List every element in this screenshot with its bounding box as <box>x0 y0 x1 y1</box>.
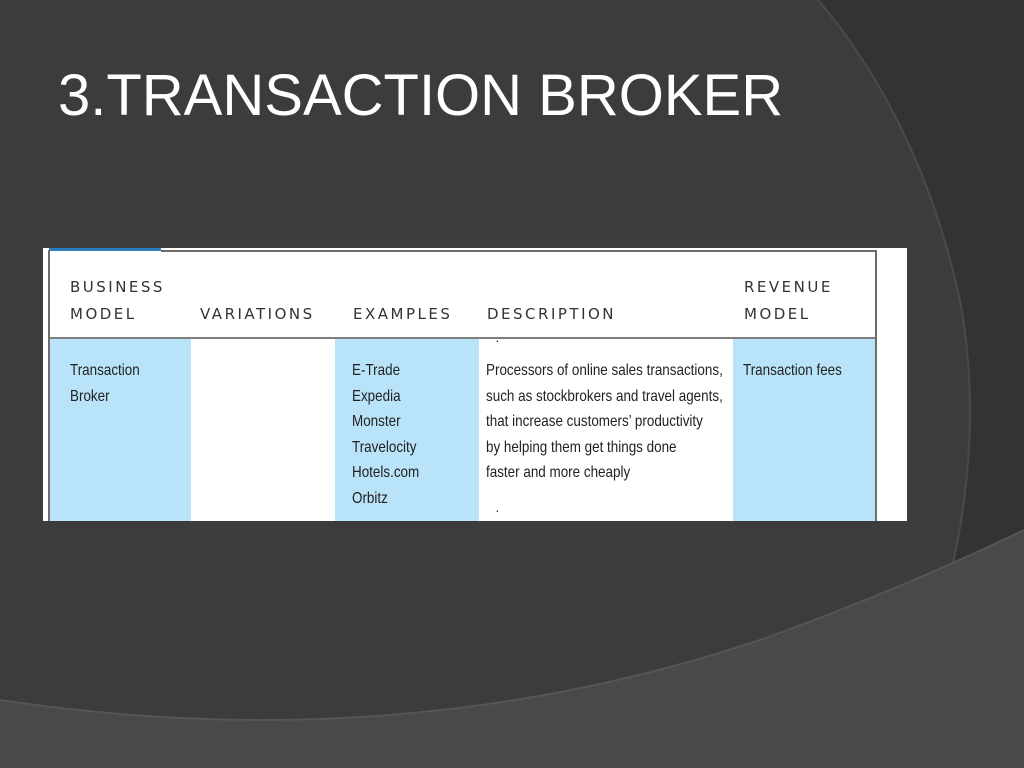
description-line: Processors of online sales transactions, <box>486 362 723 379</box>
business-model-line: Broker <box>70 387 110 405</box>
example-item: Orbitz <box>352 489 388 507</box>
business-model-table: BUSINESS MODEL VARIATIONS EXAMPLES DESCR… <box>43 248 907 521</box>
cell-description-bg <box>479 339 733 521</box>
cell-revenue-model: Transaction fees <box>743 362 842 379</box>
description-line: that increase customers’ productivity <box>486 413 703 430</box>
table-frame-top <box>161 250 877 252</box>
cell-description: Processors of online sales transactions,… <box>486 358 723 486</box>
header-revenue-model: REVENUE MODEL <box>744 278 833 323</box>
example-item: Expedia <box>352 387 401 405</box>
cell-business-model: Transaction Broker <box>70 358 140 409</box>
example-item: Hotels.com <box>352 464 420 481</box>
cell-variations-bg <box>191 339 335 521</box>
description-line: such as stockbrokers and travel agents, <box>486 387 723 405</box>
description-line: by helping them get things done <box>486 438 677 456</box>
cell-examples-bg <box>335 339 479 521</box>
header-examples: EXAMPLES <box>353 305 453 323</box>
example-item: Monster <box>352 413 401 430</box>
cell-examples: E-Trade Expedia Monster Travelocity Hote… <box>352 358 419 511</box>
header-description: DESCRIPTION <box>487 305 617 323</box>
header-rule <box>50 337 875 339</box>
table-frame-right <box>875 250 877 521</box>
header-business-model: BUSINESS MODEL <box>70 278 165 323</box>
example-item: Travelocity <box>352 438 417 456</box>
description-line: faster and more cheaply <box>486 464 631 481</box>
stray-dot: · <box>495 502 500 518</box>
table-accent-bar <box>49 248 161 251</box>
business-model-line: Transaction <box>70 362 140 379</box>
table-frame-left <box>48 250 50 521</box>
cell-business-model-bg <box>50 339 191 521</box>
header-variations: VARIATIONS <box>200 305 315 323</box>
stray-dot: · <box>495 332 500 348</box>
example-item: E-Trade <box>352 362 401 379</box>
slide-title: 3.TRANSACTION BROKER <box>58 63 784 128</box>
cell-revenue-model-bg <box>733 339 875 521</box>
